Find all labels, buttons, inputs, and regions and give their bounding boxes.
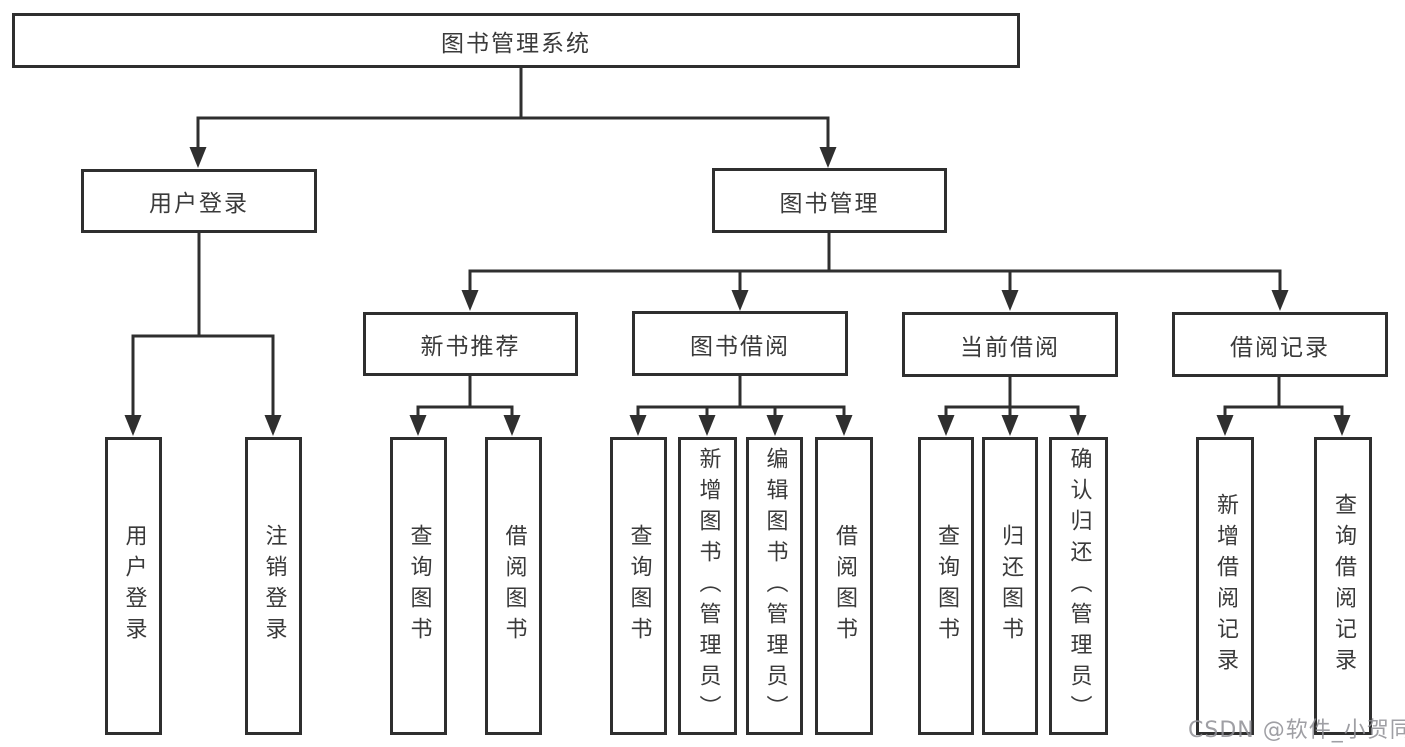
node-new-book-recommend: 新书推荐: [363, 312, 578, 376]
leaf-rec-borrow-books: 借阅图书: [485, 437, 542, 735]
node-label: 用户登录: [149, 191, 249, 217]
arrowhead: [1001, 415, 1019, 436]
node-label: 查询图书: [406, 524, 432, 648]
node-user-login: 用户登录: [81, 169, 317, 233]
arrowhead: [461, 290, 479, 311]
edge-user-login-split: [131, 233, 275, 418]
edge-root-split: [196, 68, 830, 150]
node-book-borrow: 图书借阅: [632, 311, 848, 376]
node-label: 查询图书: [934, 524, 959, 648]
arrowhead: [1216, 415, 1234, 436]
leaf-logout: 注销登录: [245, 437, 302, 735]
arrowhead: [1333, 415, 1351, 436]
arrowhead: [766, 415, 784, 436]
arrowhead: [629, 415, 647, 436]
edge-book-borrow-split: [636, 376, 846, 420]
arrowhead: [835, 415, 853, 436]
leaf-bb-add-books-admin: 新增图书（管理员）: [678, 437, 737, 735]
node-current-borrow: 当前借阅: [902, 312, 1118, 377]
arrowhead: [189, 147, 207, 168]
node-label: 编辑图书（管理员）: [762, 446, 788, 726]
leaf-br-add-record: 新增借阅记录: [1196, 437, 1254, 735]
node-label: 新增图书（管理员）: [695, 446, 721, 726]
arrowhead: [937, 415, 955, 436]
leaf-bb-query-books: 查询图书: [610, 437, 667, 735]
node-label: 借阅图书: [832, 524, 857, 648]
node-label: 图书管理: [779, 190, 880, 217]
arrowhead: [264, 415, 282, 436]
node-label: 图书管理系统: [441, 30, 591, 57]
arrowhead: [819, 147, 837, 168]
node-label: 图书借阅: [690, 333, 790, 360]
node-label: 借阅图书: [501, 524, 527, 648]
arrowhead: [409, 415, 427, 436]
arrowhead: [731, 290, 749, 311]
node-label: 查询借阅记录: [1331, 493, 1356, 679]
arrowhead: [503, 415, 521, 436]
arrowhead: [1271, 290, 1289, 311]
leaf-cb-return-books: 归还图书: [982, 437, 1038, 735]
leaf-user-login: 用户登录: [105, 437, 162, 735]
leaf-cb-query-books: 查询图书: [918, 437, 974, 735]
node-root-system: 图书管理系统: [12, 13, 1020, 68]
node-borrow-records: 借阅记录: [1172, 312, 1388, 377]
arrowhead: [124, 415, 142, 436]
node-book-management: 图书管理: [712, 168, 947, 233]
leaf-br-query-record: 查询借阅记录: [1314, 437, 1372, 735]
node-label: 借阅记录: [1230, 334, 1330, 361]
arrowhead: [698, 415, 716, 436]
csdn-watermark: CSDN @软件_小贺同学: [1188, 718, 1405, 743]
leaf-bb-borrow-books: 借阅图书: [815, 437, 873, 735]
node-label: 新增借阅记录: [1213, 493, 1238, 679]
node-label: 归还图书: [998, 524, 1023, 648]
arrowhead: [1069, 415, 1087, 436]
node-label: 当前借阅: [960, 334, 1060, 361]
leaf-cb-confirm-return-admin: 确认归还（管理员）: [1049, 437, 1108, 735]
node-label: 查询图书: [626, 524, 652, 648]
edge-current-borrow-split: [944, 377, 1080, 420]
edge-new-book-rec-split: [416, 376, 514, 420]
arrowhead: [1001, 290, 1019, 311]
node-label: 用户登录: [121, 524, 147, 648]
edge-borrow-records-split: [1223, 377, 1344, 420]
edge-book-mgmt-split: [468, 233, 1282, 294]
node-label: 新书推荐: [420, 334, 521, 360]
leaf-bb-edit-books-admin: 编辑图书（管理员）: [746, 437, 803, 735]
node-label: 确认归还（管理员）: [1066, 446, 1092, 726]
leaf-rec-query-books: 查询图书: [390, 437, 447, 735]
node-label: 注销登录: [261, 524, 287, 648]
